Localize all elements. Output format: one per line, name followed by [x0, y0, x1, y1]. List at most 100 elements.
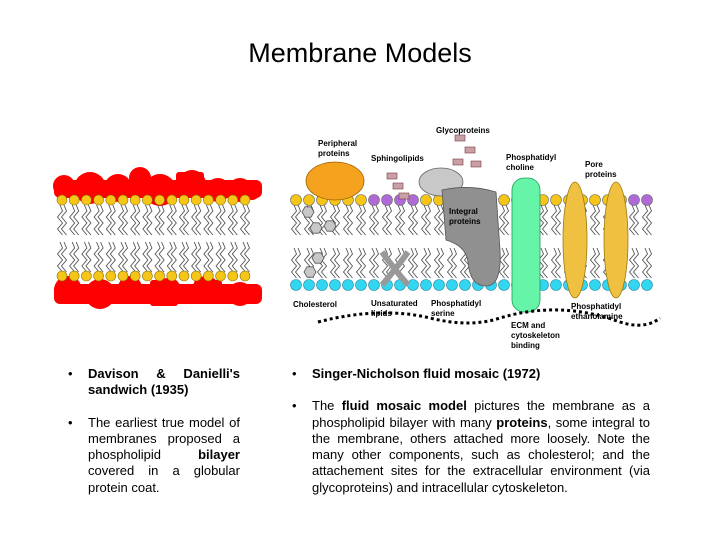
lipid-tail: [231, 241, 238, 273]
globular-protein: [150, 280, 178, 306]
label-peripheral-1: Peripheral: [318, 139, 357, 148]
cytoskeleton-line: [317, 308, 661, 327]
left-bullet-1-text: Davison & Danielli's sandwich (1935): [88, 366, 240, 398]
phospholipid-head: [433, 279, 445, 291]
right-bullet-2-text-c: pictures the membrane as a phospholipid …: [312, 398, 651, 430]
lipid-tail: [329, 247, 337, 279]
phospholipid-head: [342, 279, 354, 291]
lipid-tail: [117, 204, 125, 236]
phospholipid-head: [227, 270, 239, 282]
cholesterol-ring: [311, 252, 325, 264]
lipid-tail: [433, 247, 441, 279]
lipid-tail: [142, 241, 149, 273]
phospholipid-head: [93, 270, 104, 282]
lipid-tail: [342, 247, 350, 279]
lipid-tail: [166, 204, 173, 236]
phospholipid-head: [68, 194, 80, 206]
lipid-tail: [215, 241, 222, 273]
globular-protein: [176, 172, 204, 190]
lipid-tail: [239, 241, 247, 273]
lipid-tail: [368, 204, 376, 236]
lipid-tail: [593, 204, 601, 236]
lipid-tail: [290, 204, 298, 236]
phospholipid-head: [203, 194, 214, 206]
unsaturated-lipid: [379, 250, 411, 287]
lipid-tail: [632, 247, 640, 279]
lipid-tail: [628, 204, 636, 236]
lipid-tail: [195, 204, 202, 236]
lipid-tail: [146, 241, 153, 273]
lipid-tail: [381, 247, 389, 279]
phospholipid-head: [129, 194, 141, 206]
phospholipid-head: [117, 270, 129, 282]
lipid-tail: [121, 204, 129, 236]
lipid-tail: [346, 204, 354, 236]
label-sphingolipids: Sphingolipids: [371, 154, 424, 163]
lipid-tail: [231, 204, 238, 236]
lipid-tail: [219, 204, 226, 236]
lipid-tail: [502, 204, 510, 236]
left-bullet-2: The earliest true model of membranes pro…: [66, 415, 240, 496]
lipid-tail: [239, 204, 247, 236]
phospholipid-head: [215, 194, 226, 206]
phospholipid-head: [117, 194, 129, 206]
label-peripheral-2: proteins: [318, 149, 350, 158]
right-bullet-1-text: Singer-Nicholson fluid mosaic (1972): [312, 366, 541, 381]
cholesterol-ring: [303, 266, 317, 278]
phospholipid-head: [68, 270, 80, 282]
lipid-tail: [97, 241, 104, 273]
lipid-tail: [420, 247, 428, 279]
phospholipid-head: [166, 194, 178, 206]
channel-protein: [511, 177, 541, 313]
glycoprotein-sugar: [392, 182, 404, 190]
left-bullet-2-text-a: The earliest true model of membranes pro…: [88, 414, 240, 463]
lipid-tail: [359, 247, 367, 279]
slide-title: Membrane Models: [248, 38, 472, 68]
globular-protein: [85, 279, 115, 309]
phospholipid-head: [628, 279, 640, 291]
lipid-tail: [589, 247, 597, 279]
lipid-tail: [398, 204, 406, 236]
lipid-tail: [333, 204, 341, 236]
phospholipid-head: [215, 270, 226, 282]
lipid-tail: [333, 247, 341, 279]
phospholipid-head: [316, 279, 328, 291]
lipid-tail: [203, 204, 210, 236]
right-bullet-2-bold-2: proteins: [496, 414, 548, 430]
protein-coat-top: [54, 180, 262, 198]
globular-protein: [54, 276, 82, 304]
phospholipid-head: [498, 194, 510, 206]
lipid-tail: [294, 247, 302, 279]
lipid-tail: [105, 204, 112, 236]
lipid-tail: [424, 204, 432, 236]
lipid-tail: [628, 247, 636, 279]
phospholipid-head: [550, 279, 562, 291]
right-bullet-2: The fluid mosaic model pictures the memb…: [290, 398, 650, 496]
phospholipid-head: [550, 194, 562, 206]
lipid-tail: [381, 204, 389, 236]
label-phosphatidylcholine-1: Phosphatidyl: [506, 153, 556, 162]
lipid-tail: [437, 247, 445, 279]
right-bullet-1: Singer-Nicholson fluid mosaic (1972): [290, 366, 650, 383]
lipid-tail: [158, 204, 165, 236]
lipid-tail: [134, 204, 141, 236]
label-phosphatidylcholine-2: choline: [506, 163, 535, 172]
globular-protein: [194, 280, 222, 304]
phospholipid-head: [105, 270, 117, 282]
lipid-tail: [424, 247, 432, 279]
phospholipid-head: [459, 279, 471, 291]
lipid-tail: [446, 247, 454, 279]
phospholipid-head: [154, 270, 165, 282]
lipid-tail: [170, 241, 177, 273]
lipid-tail: [502, 247, 510, 279]
phospholipid-head: [178, 194, 190, 206]
label-cholesterol: Cholesterol: [293, 300, 337, 309]
label-ethanolamine-2: ethanolamine: [571, 312, 623, 321]
lipid-tail: [320, 247, 328, 279]
lipid-tail: [550, 204, 558, 236]
lipid-tail: [146, 204, 153, 236]
phospholipid-head: [420, 194, 432, 206]
label-ecm-1: ECM and: [511, 321, 545, 330]
lipid-tail: [81, 241, 88, 273]
phospholipid-head: [178, 270, 190, 282]
